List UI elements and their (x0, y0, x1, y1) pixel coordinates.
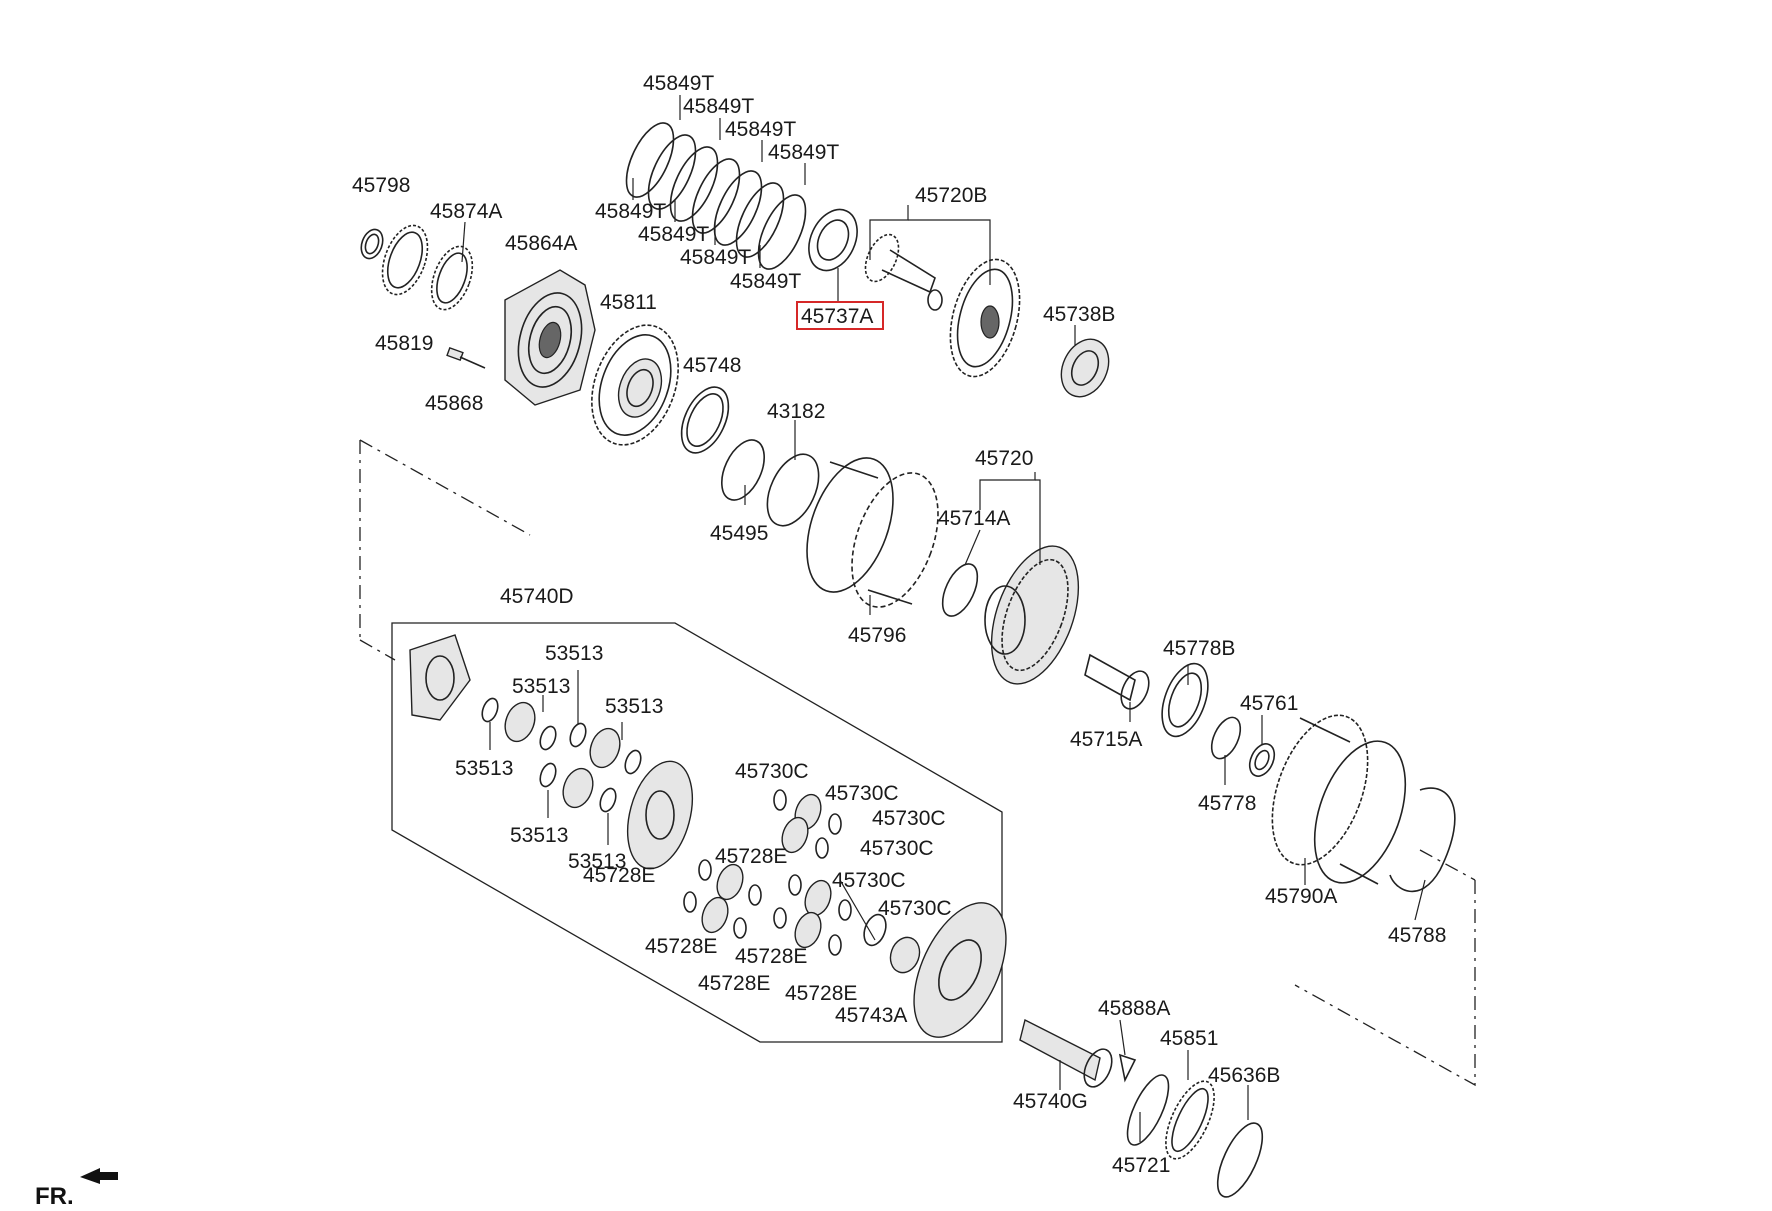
part-label: 45888A (1098, 997, 1170, 1020)
part-label: 45849T (683, 95, 754, 118)
part-label: 45778B (1163, 637, 1235, 660)
part-label: 45811 (600, 291, 657, 314)
part-label: 45730C (825, 782, 899, 805)
part-label: 53513 (568, 850, 626, 873)
part-label: 45849T (680, 246, 751, 269)
part-label: 45761 (1240, 692, 1298, 715)
part-label: 45730C (860, 837, 934, 860)
part-label: 53513 (545, 642, 603, 665)
middle-row-parts (680, 386, 1456, 893)
part-label: 45730C (878, 897, 952, 920)
part-label: 45728E (735, 945, 807, 968)
part-label: 45714A (938, 507, 1010, 530)
part-label: 45748 (683, 354, 741, 377)
part-label: 45851 (1160, 1027, 1218, 1050)
part-label: 45720B (915, 184, 987, 207)
part-label: 53513 (605, 695, 663, 718)
part-label: 45495 (710, 522, 768, 545)
part-label: 45788 (1388, 924, 1446, 947)
front-arrow-icon (80, 1168, 118, 1184)
part-label-highlighted: 45737A (801, 305, 873, 328)
part-label: 45849T (730, 270, 801, 293)
assembly-outline-lines (359, 439, 1476, 1087)
part-label: 45868 (425, 392, 483, 415)
part-label: 45730C (872, 807, 946, 830)
part-label: 45874A (430, 200, 502, 223)
part-label: 45721 (1112, 1154, 1170, 1177)
part-label: 45720 (975, 447, 1033, 470)
part-label: 45849T (638, 223, 709, 246)
part-label: 45715A (1070, 728, 1142, 751)
top-row-parts (360, 122, 1110, 446)
part-label: 45728E (715, 845, 787, 868)
part-label: 45728E (645, 935, 717, 958)
part-label: 45740D (500, 585, 574, 608)
part-labels: 45849T 45849T 45849T 45849T 45849T 45849… (352, 72, 1446, 1177)
part-label: 45849T (768, 141, 839, 164)
part-label: 45796 (848, 624, 906, 647)
part-label: 45819 (375, 332, 433, 355)
part-label: 45636B (1208, 1064, 1280, 1087)
part-label: 45798 (352, 174, 410, 197)
part-label: 45738B (1043, 303, 1115, 326)
part-label: 45778 (1198, 792, 1256, 815)
part-label: 53513 (512, 675, 570, 698)
part-label: 45740G (1013, 1090, 1088, 1113)
part-label: 45728E (785, 982, 857, 1005)
part-label: 53513 (510, 824, 568, 847)
part-label: 45743A (835, 1004, 907, 1027)
part-label: 45849T (725, 118, 796, 141)
part-label: 53513 (455, 757, 513, 780)
part-label: 45849T (595, 200, 666, 223)
part-label: 45728E (698, 972, 770, 995)
part-label: 43182 (767, 400, 825, 423)
part-label: 45730C (832, 869, 906, 892)
leader-lines (80, 95, 1426, 1184)
part-label: 45864A (505, 232, 577, 255)
part-label: 45728E (583, 864, 655, 887)
lower-assembly-parts (409, 634, 1264, 1198)
part-label: 45790A (1265, 885, 1337, 908)
part-label: 45849T (643, 72, 714, 95)
part-label: 45730C (735, 760, 809, 783)
front-direction-label: FR. (35, 1183, 74, 1210)
highlight-box (796, 301, 884, 330)
